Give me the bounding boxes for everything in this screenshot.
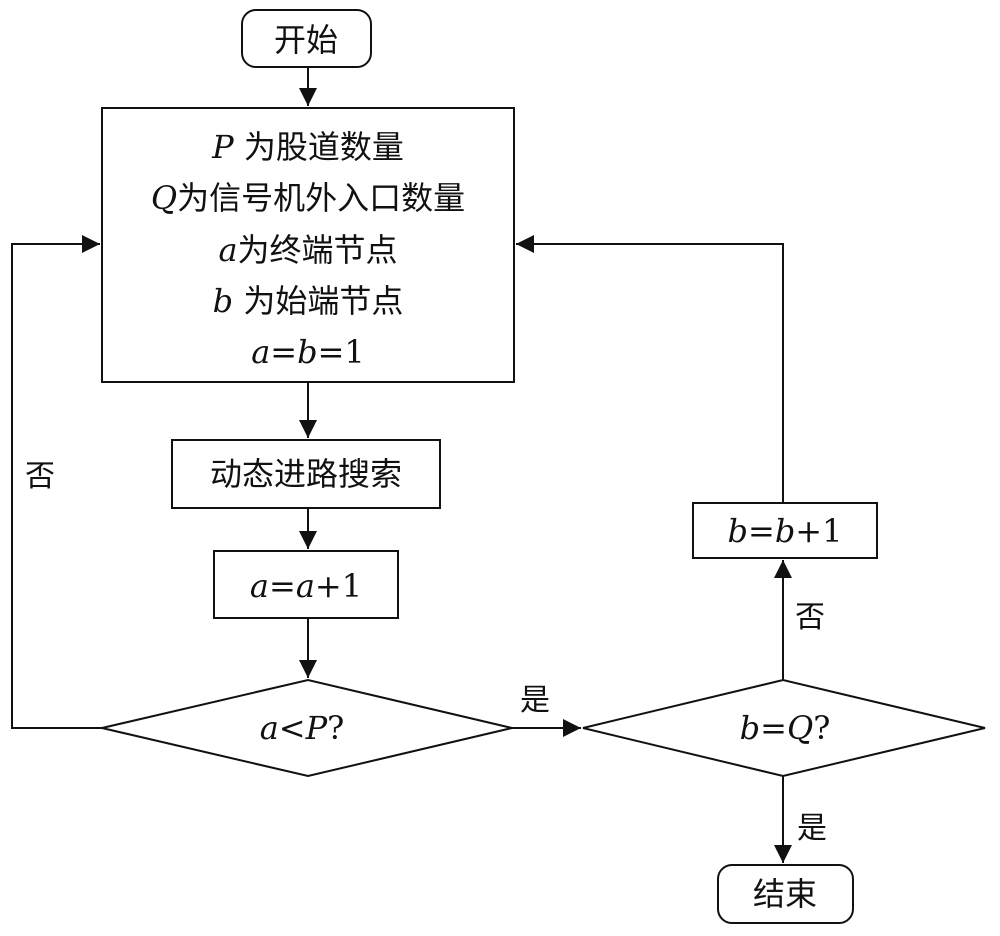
decision-b-label: b=Q? [740, 712, 831, 744]
init-line-3-text: 为终端节点 [237, 231, 398, 269]
init-line-4: b 为始端节点 [213, 285, 404, 317]
init-line-1: P 为股道数量 [212, 131, 404, 163]
less-than: < [278, 709, 306, 747]
init-line-5: a=b=1 [251, 336, 365, 368]
init-line-4-text: 为始端节点 [243, 282, 404, 320]
equals-b: = [748, 512, 775, 550]
search-box [171, 439, 441, 509]
var-a: a [218, 231, 238, 269]
var-q-cond: Q [786, 709, 814, 747]
start-label: 开始 [273, 21, 339, 59]
var-a-cond: a [259, 709, 279, 747]
increment-b-label: b=b+1 [728, 515, 843, 547]
var-b-cond: b [739, 709, 761, 747]
var-q: Q [150, 179, 178, 217]
decision-a-label: a<P? [260, 712, 345, 744]
plus-one-b: +1 [795, 512, 843, 550]
init-line-3: a为终端节点 [218, 234, 397, 266]
label-yes-middle: 是 [520, 683, 550, 718]
var-p: P [212, 128, 234, 166]
init-line-2: Q为信号机外入口数量 [151, 182, 465, 214]
label-no-right: 否 [795, 600, 825, 635]
equals-a: = [269, 567, 296, 605]
plus-one-a: +1 [314, 567, 363, 605]
equals-cond: = [760, 709, 787, 747]
increment-a-label: a=a+1 [250, 570, 362, 602]
loop-no-left [11, 235, 102, 729]
var-b: b [212, 282, 234, 320]
var-a-init: a [251, 333, 271, 371]
search-label: 动态进路搜索 [209, 455, 403, 493]
decision-b-diamond [582, 678, 986, 778]
end-terminal [717, 864, 854, 924]
start-terminal [241, 9, 372, 68]
var-b-init: b [297, 333, 318, 371]
label-no-left: 否 [25, 459, 55, 494]
var-b-1: b [727, 512, 749, 550]
label-yes-bottom: 是 [797, 811, 827, 846]
end-label: 结束 [752, 875, 818, 913]
var-b-2: b [774, 512, 796, 550]
question-mark-a: ? [327, 709, 345, 747]
var-p-cond: P [305, 709, 328, 747]
increment-b-box [692, 502, 878, 559]
var-a-2: a [295, 567, 315, 605]
loop-increment-b-to-init [516, 235, 784, 503]
equals-one: =1 [317, 333, 365, 371]
init-line-2-text: 为信号机外入口数量 [177, 179, 466, 217]
var-a-1: a [249, 567, 270, 605]
init-line-1-text: 为股道数量 [243, 128, 404, 166]
equals-sign: = [270, 333, 298, 371]
increment-a-box [213, 550, 399, 619]
question-mark-b: ? [813, 709, 831, 747]
